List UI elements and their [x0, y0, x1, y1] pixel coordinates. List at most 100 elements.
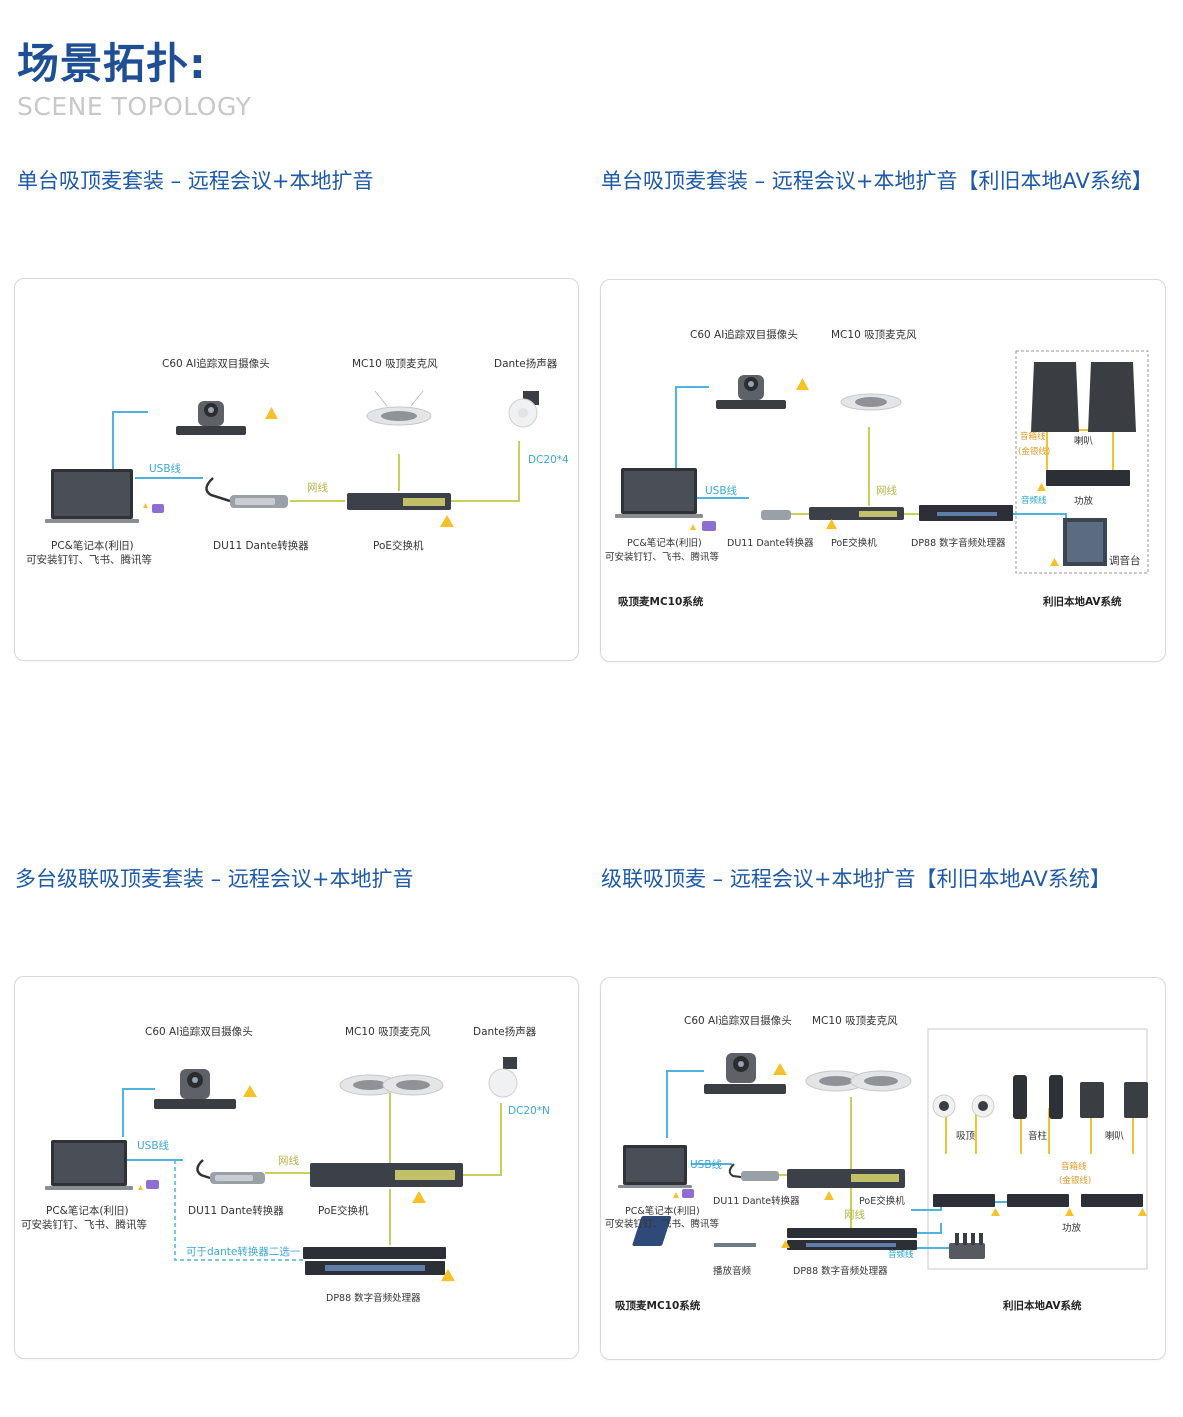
label-dp88: DP88 数字音频处理器: [793, 1265, 888, 1277]
warning-icon: [1138, 1208, 1147, 1216]
label-pc-apps: 可安装钉钉、飞书、腾讯等: [605, 1218, 720, 1230]
label-mc10-system: 吸顶麦MC10系统: [618, 595, 704, 608]
warning-icon: [826, 519, 837, 529]
ceiling-mic-icon: [840, 393, 902, 411]
mixer-icon: [1063, 518, 1107, 566]
dp88-processor-icon: [919, 505, 1013, 521]
label-usb: USB线: [137, 1139, 170, 1152]
section-title-3: 多台级联吸顶麦套装 – 远程会议+本地扩音: [15, 867, 414, 891]
label-wire-gold: (金银线): [1018, 446, 1050, 457]
label-mic: MC10 吸顶麦克风: [831, 329, 917, 341]
label-ceiling: 吸顶: [956, 1131, 976, 1142]
label-usb: USB线: [690, 1158, 723, 1171]
label-usb: USB线: [705, 484, 738, 497]
label-poe: PoE交换机: [318, 1204, 369, 1217]
ceiling-speaker-icon: [932, 1094, 995, 1118]
dp88-processor-icon: [787, 1228, 917, 1250]
poe-switch-icon: [347, 493, 451, 510]
label-poe: PoE交换机: [831, 537, 877, 549]
speaker-cabinet-icon: [1031, 362, 1136, 432]
wireless-mic-icon: [949, 1233, 985, 1259]
label-du11: DU11 Dante转换器: [713, 1195, 800, 1207]
laptop-icon: [618, 1145, 692, 1188]
warning-icon: [1037, 483, 1046, 491]
label-mc10-system: 吸顶麦MC10系统: [615, 1299, 701, 1312]
warning-icon: [138, 1180, 159, 1190]
label-mic: MC10 吸顶麦克风: [345, 1026, 431, 1038]
topology-panel-1: C60 AI追踪双目摄像头 MC10 吸顶麦克风 Dante扬声器 USB线 网…: [14, 278, 579, 661]
amplifier-icon: [1046, 470, 1130, 486]
label-pc: PC&笔记本(利旧): [625, 1205, 700, 1217]
label-wire-gold: (金银线): [1059, 1175, 1091, 1186]
label-pc: PC&笔记本(利旧): [46, 1204, 129, 1217]
label-net: 网线: [844, 1208, 865, 1221]
label-pc-apps: 可安装钉钉、飞书、腾讯等: [605, 551, 720, 563]
label-du11: DU11 Dante转换器: [213, 539, 309, 552]
label-speaker-wire: 音箱线: [1020, 431, 1046, 442]
label-mixer: 调音台: [1109, 554, 1141, 567]
label-mic: MC10 吸顶麦克风: [352, 358, 438, 370]
camera-icon: [154, 1069, 236, 1109]
ceiling-mic-icon: [805, 1070, 912, 1092]
warning-icon: [773, 1063, 787, 1075]
label-audio-wire: 音频线: [1021, 495, 1047, 506]
audio-line: [917, 1223, 942, 1234]
section-title-2: 单台吸顶麦套装 – 远程会议+本地扩音【利旧本地AV系统】: [601, 169, 1153, 193]
amplifier-icon: [933, 1194, 1143, 1207]
av-system-box: [1015, 350, 1149, 574]
label-speaker: Dante扬声器: [494, 357, 558, 370]
label-camera: C60 AI追踪双目摄像头: [684, 1014, 792, 1027]
usb-line: [112, 411, 148, 469]
label-usb: USB线: [149, 462, 182, 475]
label-either: 可于dante转换器二选一: [186, 1245, 301, 1258]
du11-converter-icon: [196, 1159, 265, 1184]
warning-icon: [265, 407, 278, 419]
label-net: 网线: [278, 1154, 299, 1167]
ceiling-mic-icon: [366, 390, 432, 426]
label-net: 网线: [876, 484, 897, 497]
label-mic: MC10 吸顶麦克风: [812, 1015, 898, 1027]
topology-panel-4: C60 AI追踪双目摄像头 MC10 吸顶麦克风 USB线 DU11 Dante…: [600, 977, 1166, 1360]
section-title-4: 级联吸顶麦 – 远程会议+本地扩音【利旧本地AV系统】: [601, 867, 1111, 891]
label-speaker-wire: 音箱线: [1061, 1161, 1087, 1172]
warning-icon: [412, 1191, 426, 1203]
camera-icon: [704, 1053, 786, 1094]
label-play-audio: 播放音频: [713, 1265, 752, 1277]
warning-icon: [824, 1191, 834, 1200]
du11-converter-icon: [205, 477, 288, 508]
column-speaker-icon: [1013, 1075, 1063, 1119]
warning-icon: [991, 1208, 1000, 1216]
label-pc-apps: 可安装钉钉、飞书、腾讯等: [21, 1218, 147, 1231]
label-poe: PoE交换机: [859, 1195, 905, 1207]
warning-icon: [796, 378, 809, 390]
laptop-icon: [45, 469, 139, 523]
tablet-icon: [632, 1216, 756, 1247]
label-amp: 功放: [1062, 1222, 1082, 1234]
label-pc: PC&笔记本(利旧): [627, 537, 702, 549]
dante-speaker-icon: [508, 391, 539, 428]
label-camera: C60 AI追踪双目摄像头: [162, 357, 270, 370]
label-column: 音柱: [1028, 1130, 1048, 1142]
usb-line: [122, 1088, 155, 1137]
page-title: 场景拓扑:: [17, 39, 207, 88]
label-du11: DU11 Dante转换器: [188, 1204, 284, 1217]
label-dp88: DP88 数字音频处理器: [911, 537, 1006, 549]
du11-converter-icon: [728, 1163, 779, 1181]
label-poe: PoE交换机: [373, 539, 424, 552]
label-net: 网线: [307, 481, 328, 494]
label-pc: PC&笔记本(利旧): [51, 539, 134, 552]
label-pc-apps: 可安装钉钉、飞书、腾讯等: [26, 553, 152, 566]
warning-icon: [673, 1189, 694, 1198]
du11-converter-icon: [761, 510, 791, 520]
warning-icon: [1050, 558, 1059, 566]
usb-line: [675, 386, 709, 470]
label-dc: DC20*N: [508, 1105, 550, 1117]
section-title-1: 单台吸顶麦套装 – 远程会议+本地扩音: [17, 169, 374, 193]
label-audio-wire: 音频线: [888, 1249, 914, 1260]
label-speaker: Dante扬声器: [473, 1025, 537, 1038]
page-subtitle: SCENE TOPOLOGY: [17, 92, 252, 121]
label-camera: C60 AI追踪双目摄像头: [690, 328, 798, 341]
warning-icon: [441, 1269, 455, 1281]
topology-panel-2: C60 AI追踪双目摄像头 MC10 吸顶麦克风 USB线 网线 PC&笔记本(…: [600, 279, 1166, 662]
poe-switch-icon: [809, 507, 904, 520]
